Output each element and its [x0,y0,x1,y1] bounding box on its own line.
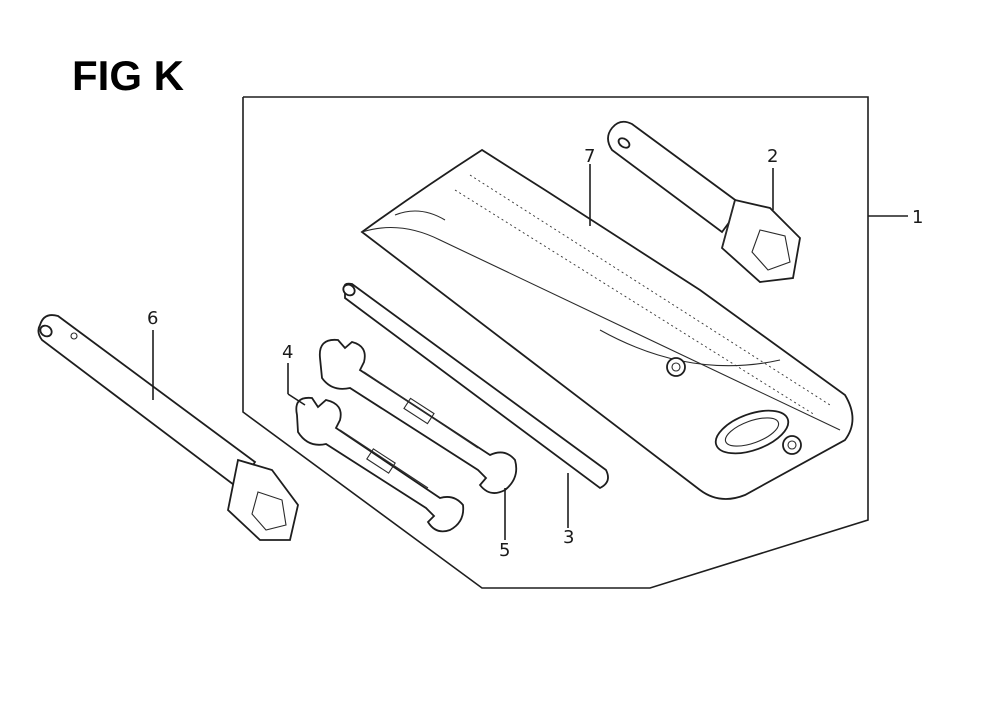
open-wrench-upper [318,338,518,494]
callout-1: 1 [912,207,923,228]
callout-6: 6 [147,308,158,329]
tommy-bar [342,282,609,490]
figure-title: FIG K [72,52,184,99]
plug-wrench-small [607,120,801,283]
callout-2: 2 [767,146,778,167]
callout-3: 3 [563,527,574,548]
callout-7: 7 [584,146,595,167]
leader-line-4b [287,393,306,406]
bag-snap-button [782,435,802,455]
bag-rivet [666,357,686,377]
callout-4: 4 [282,342,293,363]
kit-boundary [242,96,869,589]
plug-wrench-large [37,314,299,541]
open-wrench-lower [295,396,465,533]
callout-5: 5 [499,540,510,561]
tool-bag [360,148,854,500]
bag-logo-emblem [714,409,790,455]
